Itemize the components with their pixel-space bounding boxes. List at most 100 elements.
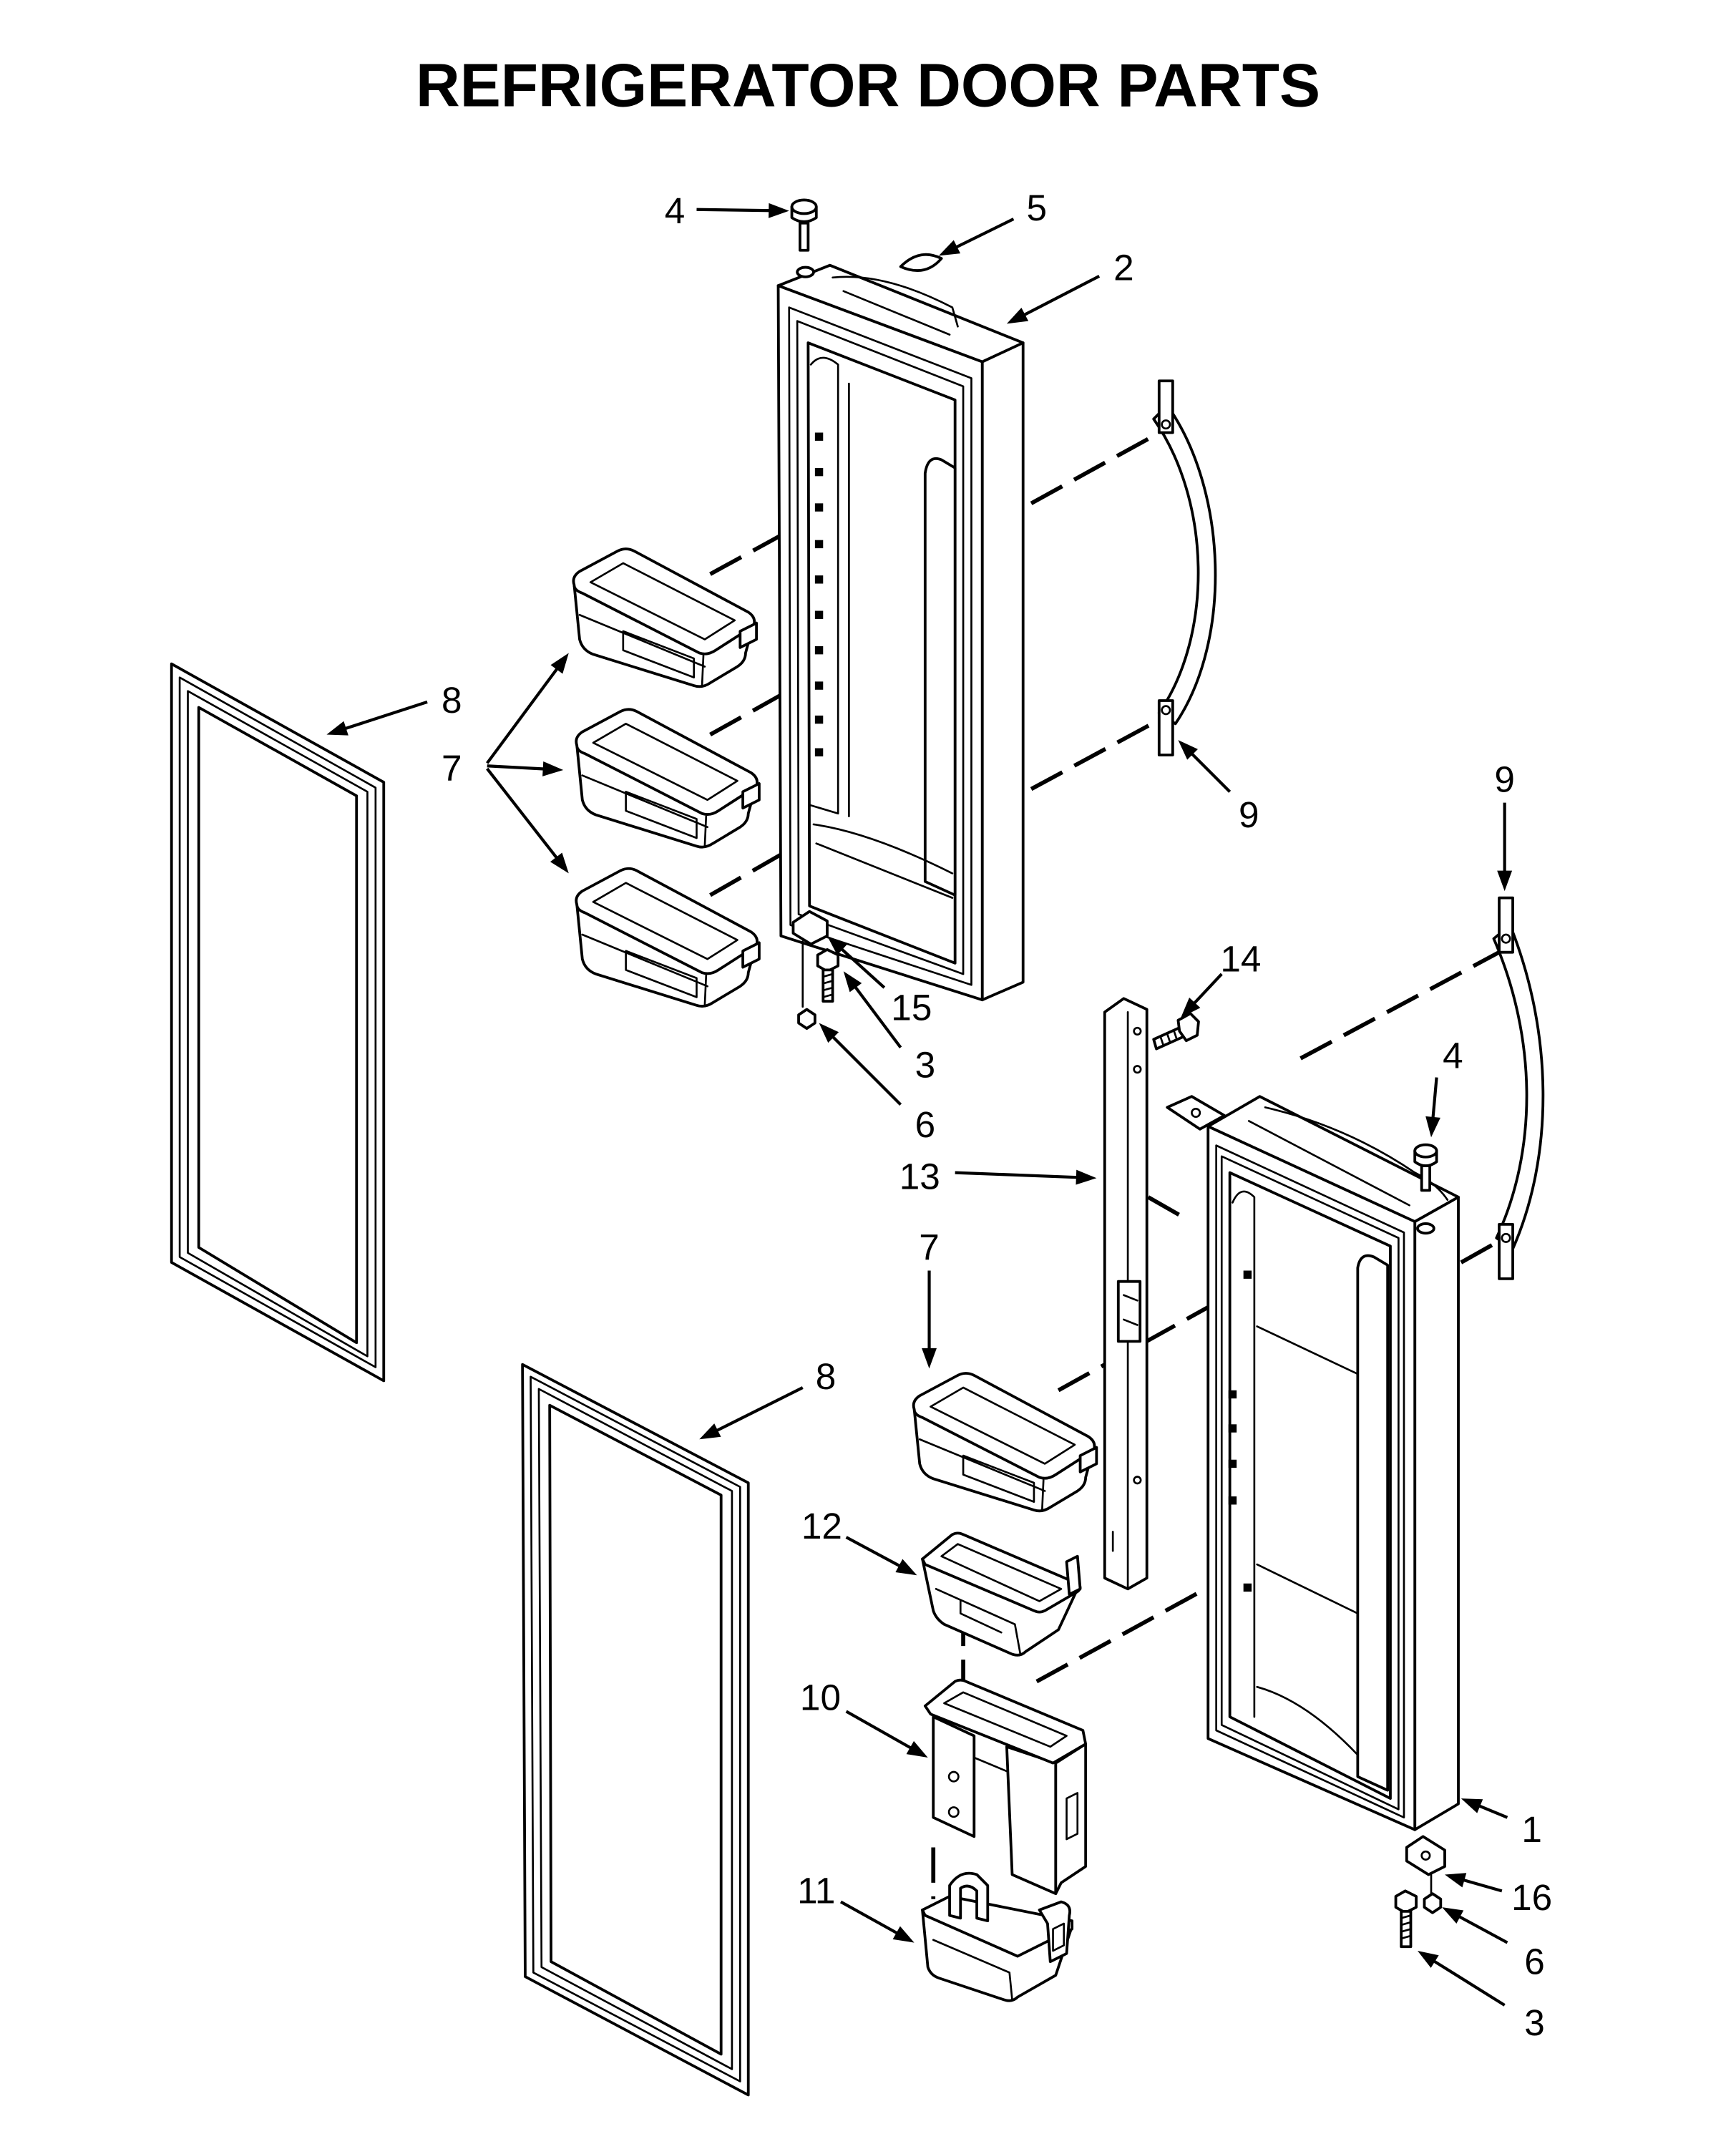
- right-door-bin: [912, 1372, 1098, 1513]
- hinge-bracket: [1405, 1835, 1446, 1876]
- hinge-screw-shaft: [821, 968, 834, 1003]
- dashed-line-handle-bottom: [1030, 713, 1169, 791]
- callout-12-bin: 12: [801, 1506, 842, 1546]
- bracket-back-plate: [1005, 1745, 1058, 1896]
- arrow-1-right-door: [1461, 1798, 1508, 1819]
- hinge-nut: [1423, 1892, 1443, 1914]
- door-gasket-edge: [1215, 1144, 1405, 1819]
- callout-labels: 4 5 2 8 7 9 9 14 15 3 6 4 13 7 8 12 10 1…: [442, 187, 1552, 2043]
- callout-3-left-screw: 3: [915, 1045, 936, 1086]
- callout-3-right-screw: 3: [1524, 2002, 1545, 2043]
- callout-11-bin: 11: [797, 1870, 835, 1911]
- door-right-rail: [1356, 1254, 1390, 1792]
- callout-4-right-door-pin: 4: [1443, 1035, 1463, 1076]
- arrow-7-bin-bottom: [486, 767, 569, 874]
- arrow-9-right-handle: [1497, 802, 1513, 892]
- bin-bracket: [923, 1678, 1088, 1896]
- dashed-line-right-handle-bottom: [1460, 1236, 1506, 1265]
- left-door-bottom-hinge-hardware: [791, 910, 840, 1031]
- arrow-11-bin: [839, 1900, 915, 1943]
- dashed-line-handle-top: [1030, 428, 1166, 505]
- callout-1-right-door: 1: [1521, 1809, 1542, 1850]
- arrowhead: [895, 1559, 917, 1576]
- arrowhead: [1497, 870, 1513, 892]
- arrow-2-left-door: [1006, 275, 1101, 324]
- right-door-handle: [1492, 896, 1545, 1280]
- arrow-8-upper-gasket: [326, 700, 428, 736]
- arrow-7-bin-middle: [487, 761, 564, 776]
- arrow-7-right-bin: [922, 1270, 937, 1369]
- arrowhead: [819, 1023, 839, 1043]
- callout-7-right-door-bin: 7: [919, 1227, 940, 1267]
- left-door-handle: [1152, 379, 1217, 756]
- arrowhead: [769, 203, 789, 218]
- door-top-ridge: [1247, 1106, 1449, 1207]
- strip-screw: [1152, 1012, 1200, 1051]
- arrowhead: [826, 935, 848, 955]
- arrowhead: [550, 852, 569, 874]
- arrow-4-left-pin: [696, 203, 789, 218]
- callout-8-upper-gasket: 8: [442, 680, 462, 721]
- door-side: [1413, 1195, 1460, 1831]
- door-left-rail: [809, 356, 839, 815]
- arrow-14-strip-screw: [1181, 973, 1223, 1018]
- callout-4-left-door-pin: 4: [665, 190, 686, 231]
- arrowhead: [1076, 1169, 1097, 1185]
- bin-handle-loop: [948, 1871, 990, 1923]
- callout-13-strip: 13: [899, 1156, 940, 1197]
- arrowhead: [922, 1348, 937, 1369]
- arrow-7-bin-top: [486, 653, 569, 764]
- arrow-3-left-screw: [843, 971, 902, 1048]
- callout-9-right-handle: 9: [1494, 759, 1515, 799]
- arrowhead: [699, 1423, 721, 1440]
- left-refrigerator-door: [776, 263, 1025, 1002]
- center-strip: [1103, 997, 1149, 1591]
- door-liner: [1228, 1171, 1392, 1800]
- door-shelf-dots: [814, 432, 824, 756]
- callout-6-left-nut: 6: [915, 1104, 936, 1145]
- arrow-5-cap: [938, 218, 1015, 256]
- callout-9-left-handle: 9: [1239, 794, 1259, 835]
- pin-hole: [796, 265, 815, 278]
- door-top-ridge: [832, 276, 959, 336]
- arrow-6-left-nut: [819, 1023, 902, 1106]
- arrow-4-right-pin: [1425, 1077, 1440, 1138]
- callout-14-strip-screw: 14: [1220, 938, 1261, 979]
- upper-door-gasket: [170, 662, 386, 1383]
- lower-door-gasket: [521, 1363, 750, 2097]
- arrowhead: [1445, 1873, 1467, 1888]
- callout-8-lower-gasket: 8: [816, 1356, 837, 1397]
- callout-6-right-nut: 6: [1524, 1941, 1545, 1982]
- callout-7-left-door-bins: 7: [442, 748, 462, 789]
- door-shelves: [1256, 1325, 1359, 1756]
- top-hinge-cap: [899, 253, 943, 272]
- arrowhead: [1181, 997, 1201, 1018]
- door-bin-middle: [575, 708, 761, 849]
- small-door-bin: [921, 1531, 1082, 1657]
- arrowhead: [1461, 1798, 1483, 1813]
- door-left-rail: [1232, 1190, 1256, 1718]
- left-door-top-pin: [790, 198, 818, 278]
- door-bottom-shelf: [812, 823, 954, 899]
- arrowhead: [1425, 1116, 1440, 1138]
- door-gasket-edge: [788, 306, 972, 986]
- arrow-8-lower-gasket: [699, 1386, 804, 1440]
- right-door-top-pin: [1413, 1143, 1438, 1235]
- bracket-front-plate: [932, 1715, 976, 1838]
- dashed-line-strip: [1147, 1195, 1188, 1221]
- arrow-3-right-screw: [1417, 1950, 1506, 2007]
- arrow-10-bracket: [845, 1710, 928, 1758]
- arrowhead: [1417, 1950, 1439, 1968]
- arrowhead: [1178, 740, 1198, 760]
- arrowhead: [906, 1740, 928, 1758]
- arrowhead: [1006, 307, 1029, 324]
- arrow-9-left-handle: [1178, 740, 1232, 793]
- arrowhead: [326, 721, 348, 736]
- callout-5-hinge-cap: 5: [1026, 187, 1047, 228]
- hinge-nut: [797, 1008, 816, 1031]
- arrowhead: [1442, 1907, 1464, 1924]
- arrowhead: [938, 240, 961, 256]
- callout-10-bracket: 10: [800, 1677, 841, 1718]
- arrow-16-hinge-bracket: [1445, 1873, 1503, 1893]
